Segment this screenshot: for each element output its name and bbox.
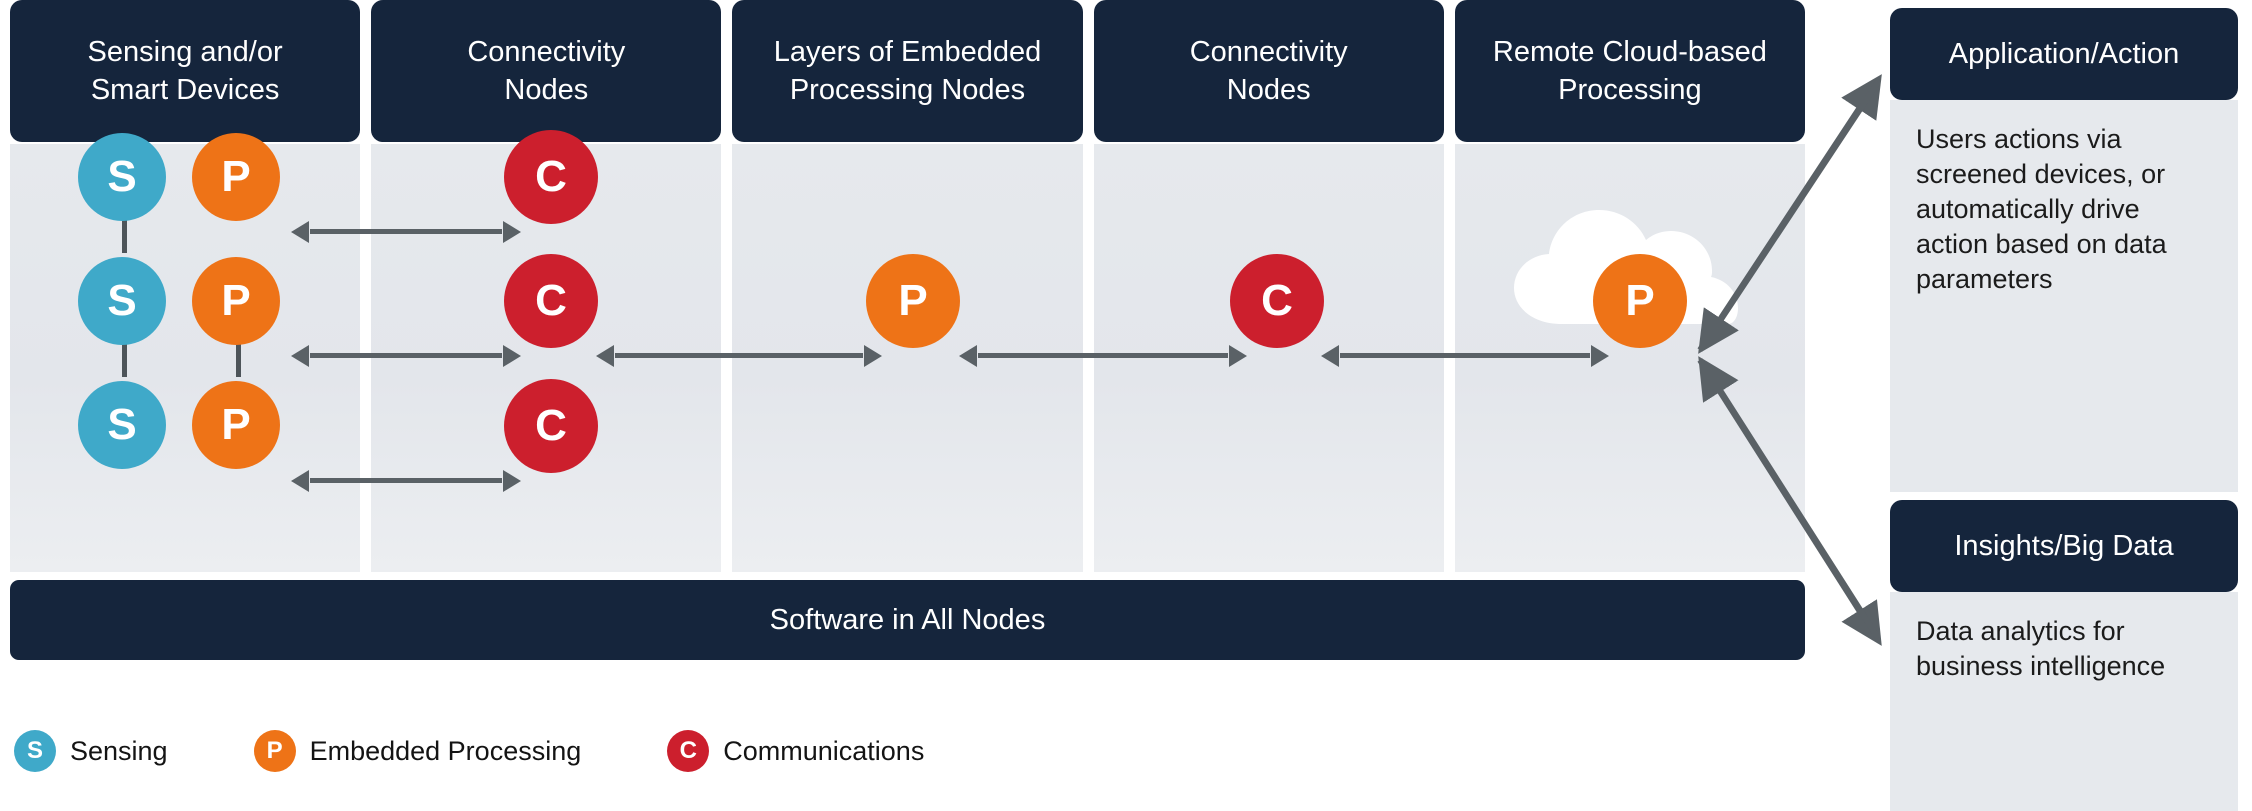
side-panel-body-application: Users actions via screened devices, or a… [1890,100,2238,492]
column-strip-embedded [732,144,1083,572]
legend-item-embedded-processing: P Embedded Processing [253,730,582,772]
side-panel-title-application[interactable]: Application/Action [1890,8,2238,100]
node-communications-c2[interactable]: C [504,254,598,348]
node-processing-p1[interactable]: P [192,133,280,221]
column-strip-sensing [10,144,361,572]
column-strip-cloud [1454,144,1806,572]
node-sensing-s3[interactable]: S [78,381,166,469]
legend-communications-icon: C [667,730,710,772]
node-embedded-processing[interactable]: P [866,254,960,348]
node-cloud-processing[interactable]: P [1593,254,1687,348]
column-background-strips [10,144,1806,572]
node-communications-c1[interactable]: C [504,130,598,224]
legend-label-embedded-processing: Embedded Processing [309,735,582,766]
node-communications-c4[interactable]: C [1230,254,1324,348]
node-sensing-s1[interactable]: S [78,133,166,221]
side-panel-insights-big-data: Insights/Big Data Data analytics for bus… [1890,500,2238,811]
legend-item-sensing: S Sensing [14,730,168,772]
software-in-all-nodes-bar[interactable]: Software in All Nodes [10,580,1805,660]
legend-label-sensing: Sensing [70,735,168,766]
node-sensing-s2[interactable]: S [78,257,166,345]
node-communications-c3[interactable]: C [504,379,598,473]
node-processing-p2[interactable]: P [192,257,280,345]
side-panel-title-insights[interactable]: Insights/Big Data [1890,500,2238,592]
column-strip-connect-2 [1093,144,1444,572]
node-processing-p3[interactable]: P [192,381,280,469]
legend-label-communications: Communications [723,735,925,766]
legend-item-communications: C Communications [667,730,924,772]
legend-processing-icon: P [253,730,296,772]
side-panel-body-insights: Data analytics for business intelligence [1890,592,2238,811]
legend: S Sensing P Embedded Processing C Commun… [14,730,1010,772]
legend-sensing-icon: S [14,730,56,772]
side-panel-application-action: Application/Action Users actions via scr… [1890,8,2238,492]
